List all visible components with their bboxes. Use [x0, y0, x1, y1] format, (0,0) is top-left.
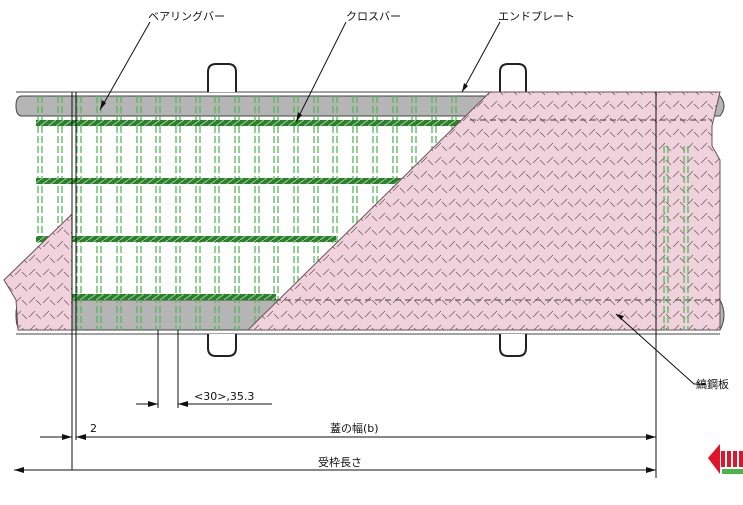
dimension-lines: [14, 403, 656, 471]
label-cross-bar: クロスバー: [346, 10, 401, 23]
bearing-bars-right: [663, 146, 689, 330]
lifting-handles: [207, 63, 527, 357]
checkered-plate-main: [246, 91, 721, 331]
label-end-plate: エンドプレート: [498, 10, 575, 23]
cross-bar-3: [36, 236, 336, 242]
dimension-gap: 2: [90, 422, 97, 435]
dimension-pitch: <30>,35.3: [194, 390, 254, 403]
cross-bar-4: [36, 294, 276, 300]
handle-top-left: [207, 63, 237, 92]
leader-lines: [99, 21, 706, 385]
leader-arrowheads: [100, 83, 624, 320]
cross-bar-2: [36, 178, 406, 184]
checkered-plate: [3, 91, 721, 331]
leader-end-plate: [461, 21, 501, 93]
dimension-arrowheads: [14, 401, 656, 473]
reference-lines: [71, 92, 657, 478]
leader-bearing-bar: [99, 21, 151, 111]
handle-bottom-left: [207, 334, 237, 357]
leader-checkered-plate: [615, 313, 706, 385]
handle-top-right: [499, 63, 527, 92]
dimension-frame-length: 受枠長さ: [318, 455, 362, 469]
label-bearing-bar: ベアリングバー: [148, 9, 225, 23]
dimension-cover-width: 蓋の幅(b): [330, 422, 379, 435]
label-checkered-plate: 縞鋼板: [696, 377, 729, 391]
leader-cross-bar: [295, 21, 347, 123]
cross-bar-1: [36, 120, 466, 126]
red-left-arrow-icon[interactable]: [708, 444, 743, 474]
handle-bottom-right: [499, 334, 527, 357]
